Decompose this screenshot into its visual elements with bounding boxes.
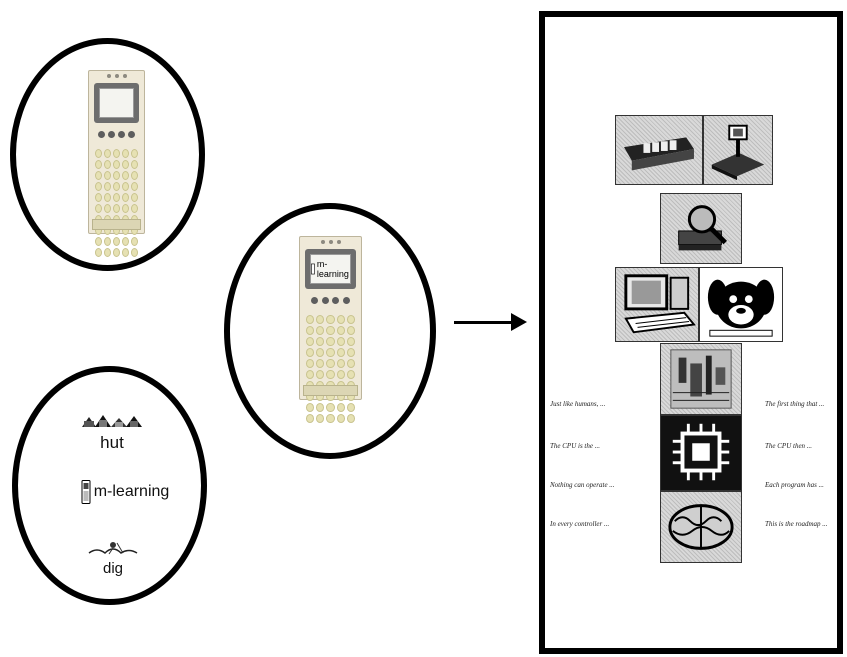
magnifier-icon (678, 205, 728, 251)
word-hut-label: hut (100, 433, 124, 452)
computer-icon (624, 274, 696, 334)
caption-right-1: The first thing that ... (765, 400, 825, 408)
tile-circuit-board (660, 343, 742, 415)
caption-right-3: Each program has ... (765, 481, 824, 489)
word-m-learning-label: m-learning (93, 483, 170, 500)
tile-dog (699, 267, 783, 342)
caption-left-2: The CPU is the ... (550, 442, 600, 450)
dog-icon (707, 279, 775, 337)
caption-right-2: The CPU then ... (765, 442, 813, 450)
phone-screen-blank (99, 88, 134, 118)
phone-screen-text: m-learning (316, 259, 349, 279)
word-dig-label: dig (102, 560, 124, 577)
word-m-learning: m-learning (80, 480, 170, 504)
lesson-panel: Just like humans, ... The CPU is the ...… (539, 11, 843, 654)
phone-illustration-m-learning: m-learning (299, 236, 362, 423)
arrow-line (454, 321, 516, 324)
cpu-chip-icon (672, 423, 730, 481)
tile-clock (615, 115, 703, 185)
phone-illustration-blank (88, 70, 145, 257)
word-hut: hut (72, 412, 152, 453)
hut-icon (82, 415, 142, 427)
phone-icon (311, 263, 315, 275)
caption-left-4: In every controller ... (550, 520, 610, 528)
caption-left-1: Just like humans, ... (550, 400, 606, 408)
computer-scale-icon (711, 124, 765, 181)
word-dig: dig (78, 541, 148, 577)
tile-cpu (660, 415, 742, 491)
tile-scale (703, 115, 773, 185)
dig-icon (88, 542, 138, 555)
phone-screen-m-learning: m-learning (310, 254, 351, 284)
digital-clock-icon (624, 137, 694, 171)
tile-brain (660, 491, 742, 563)
caption-right-4: This is the roadmap ... (765, 520, 828, 528)
circuit-board-icon (670, 349, 732, 409)
tile-computer (615, 267, 699, 342)
tile-magnifier (660, 193, 742, 264)
caption-left-3: Nothing can operate ... (550, 481, 615, 489)
arrow-head (511, 313, 527, 331)
words-ellipse (12, 366, 207, 605)
phone-icon (81, 480, 91, 504)
brain-icon (668, 504, 734, 550)
